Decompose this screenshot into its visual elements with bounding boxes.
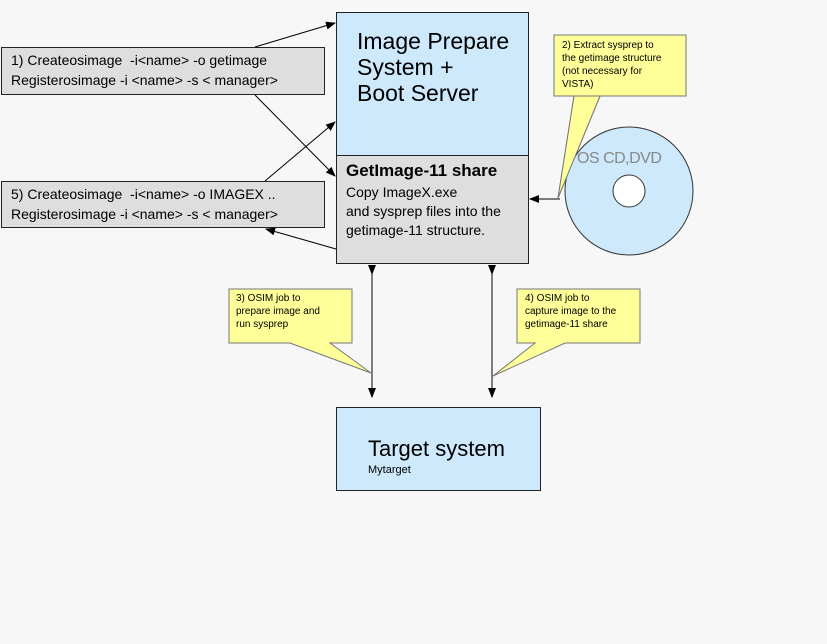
callout-step3-text: 3) OSIM job to prepare image and run sys… bbox=[236, 293, 320, 330]
callout-step2-text: 2) Extract sysprep to the getimage struc… bbox=[562, 40, 662, 90]
command-box-step5: 5) Createosimage -i<name> -o IMAGEX .. R… bbox=[1, 181, 325, 228]
command-box-step1: 1) Createosimage -i<name> -o getimage Re… bbox=[1, 47, 325, 95]
arrow-share-to-cmd5 bbox=[265, 227, 337, 250]
image-prepare-server-box: Image Prepare System + Boot Server GetIm… bbox=[336, 12, 529, 264]
arrow-cmd1-to-server bbox=[254, 21, 336, 48]
command-step5-line2: Registerosimage -i <name> -s < manager> bbox=[11, 206, 278, 222]
target-title: Target system bbox=[368, 436, 505, 461]
server-title: Image Prepare System + Boot Server bbox=[357, 28, 510, 106]
share-title: GetImage-11 share bbox=[346, 161, 498, 180]
command-step5-line1: 5) Createosimage -i<name> -o IMAGEX .. bbox=[11, 186, 276, 202]
callout-step3-bubble bbox=[228, 288, 372, 374]
target-system-box: Target system Mytarget bbox=[336, 407, 541, 491]
server-top-section: Image Prepare System + Boot Server bbox=[337, 13, 528, 156]
share-description: Copy ImageX.exe and sysprep files into t… bbox=[346, 184, 501, 238]
command-step1-line1: 1) Createosimage -i<name> -o getimage bbox=[11, 52, 268, 68]
callout-step4-text: 4) OSIM job to capture image to the geti… bbox=[525, 293, 617, 330]
command-step1-line2: Registerosimage -i <name> -s < manager> bbox=[11, 72, 278, 88]
target-name: Mytarget bbox=[368, 464, 411, 476]
arrow-cmd1-to-share bbox=[254, 94, 336, 177]
cd-dvd-label: OS CD,DVD bbox=[577, 150, 662, 167]
callout-step4-bubble bbox=[492, 288, 641, 377]
cd-dvd-disc-icon bbox=[564, 126, 694, 256]
arrow-cmd5-to-server bbox=[264, 121, 336, 182]
